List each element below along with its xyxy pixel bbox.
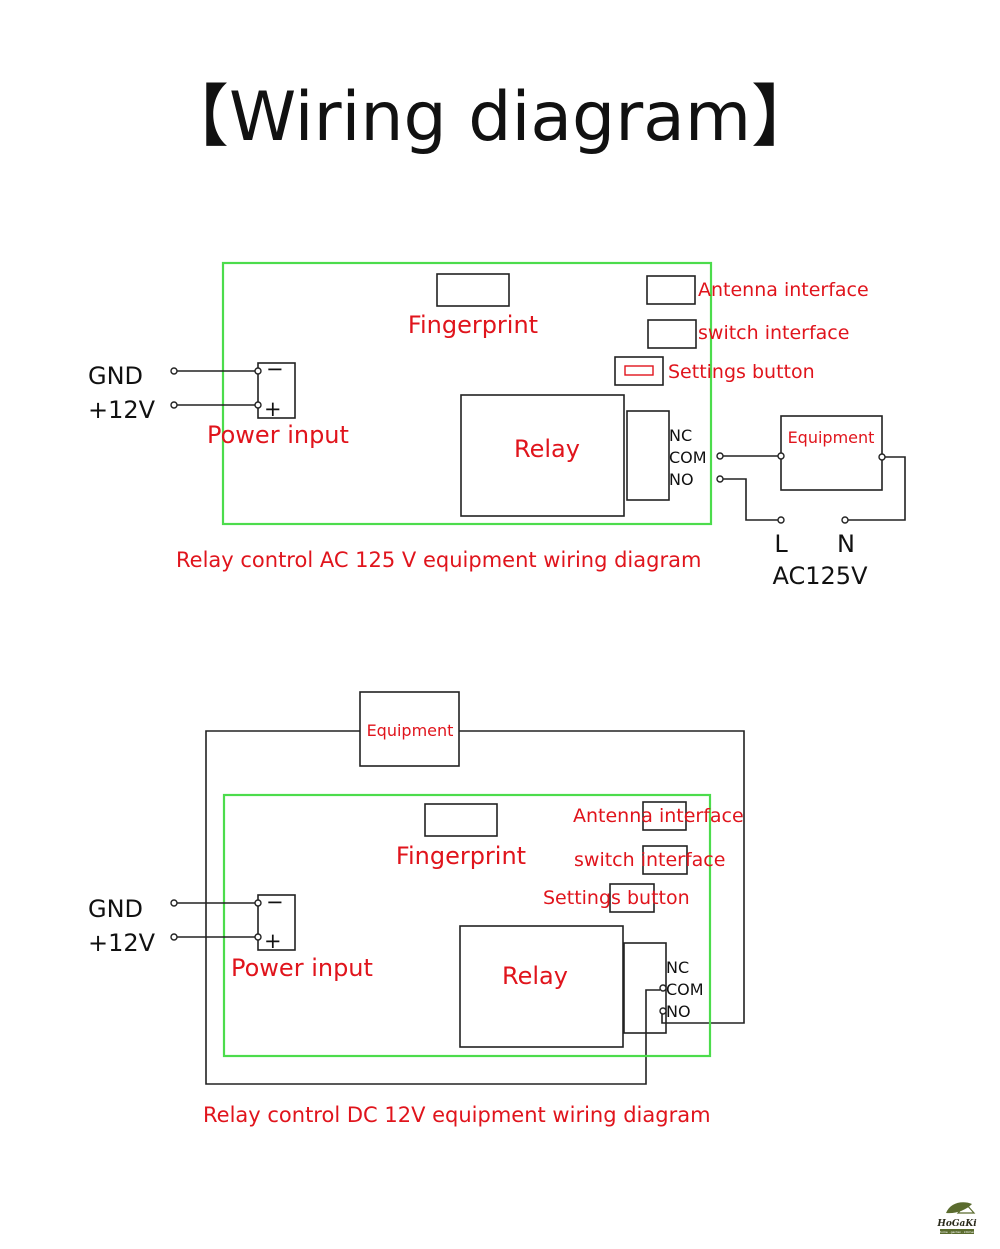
ac-power-input-label: Power input — [207, 421, 349, 449]
ac-minus-sign: − — [266, 357, 284, 381]
dc-plus-sign: + — [264, 929, 282, 953]
ac-settings-label: Settings button — [668, 361, 815, 383]
ac-relay-terminal-block — [626, 410, 670, 501]
ac-no-to-l-wire — [723, 478, 780, 521]
dc-wiring-diagram: Equipment Fingerprint Antenna interface … — [88, 691, 745, 1127]
dc-gnd-label: GND — [88, 895, 143, 923]
dc-settings-label: Settings button — [543, 887, 690, 909]
ac-antenna-label: Antenna interface — [698, 279, 869, 301]
ac-l-terminal — [777, 516, 785, 524]
dc-switch-label: switch interface — [574, 849, 725, 871]
dc-12v-terminal — [170, 933, 178, 941]
ac-equipment-terminal-right — [878, 453, 886, 461]
page-title: 【Wiring diagram】 — [161, 78, 819, 157]
dc-switch-connector — [642, 845, 688, 875]
ac-n-terminal — [841, 516, 849, 524]
dc-power-input-label: Power input — [231, 954, 373, 982]
dc-fingerprint-connector — [424, 803, 498, 837]
dc-pin-nc: NC — [666, 958, 689, 977]
ac-plus-sign: + — [264, 397, 282, 421]
ac-power-connector — [257, 362, 296, 419]
ac-no-terminal — [716, 475, 724, 483]
ac-diagram-caption: Relay control AC 125 V equipment wiring … — [176, 548, 701, 572]
dc-equipment-to-no-wire — [459, 730, 745, 1024]
ac-fingerprint-connector — [436, 273, 510, 307]
dc-pin-no: NO — [666, 1002, 691, 1021]
dc-12v-label: +12V — [88, 929, 156, 957]
ac-12v-terminal — [170, 401, 178, 409]
ac-switch-connector — [647, 319, 697, 349]
ac-gnd-label: GND — [88, 362, 143, 390]
dc-equipment-label: Equipment — [367, 721, 454, 740]
ac-wiring-diagram: Fingerprint Antenna interface switch int… — [88, 261, 906, 590]
ac-board-outline — [221, 261, 713, 526]
dc-settings-button-outline — [609, 883, 655, 913]
ac-switch-label: switch interface — [698, 322, 849, 344]
ac-pin-com: COM — [669, 448, 707, 467]
ac-equipment-terminal-left — [777, 452, 785, 460]
ac-settings-button-outline — [614, 356, 664, 386]
ac-equipment-to-n-wire — [848, 456, 906, 521]
ac-power-plus-terminal — [254, 401, 262, 409]
ac-com-terminal — [716, 452, 724, 460]
ac-settings-button-icon — [624, 365, 654, 376]
dc-fingerprint-label: Fingerprint — [396, 842, 526, 870]
dc-power-plus-terminal — [254, 933, 262, 941]
ac-power-minus-terminal — [254, 367, 262, 375]
logo-tagline: Home · garden · kitchen — [939, 1230, 975, 1234]
dc-equipment-box — [359, 691, 460, 767]
ac-relay-body — [460, 394, 625, 517]
dc-pin-com: COM — [666, 980, 704, 999]
dc-power-connector — [257, 894, 296, 951]
ac-antenna-connector — [646, 275, 696, 305]
ac-n-label: N — [837, 530, 855, 558]
dc-relay-body — [459, 925, 624, 1048]
dc-no-terminal — [659, 1007, 667, 1015]
brand-logo: HoGaKi Home · garden · kitchen — [936, 1202, 977, 1234]
dc-gnd-terminal — [170, 899, 178, 907]
ac-fingerprint-label: Fingerprint — [408, 311, 538, 339]
ac-relay-label: Relay — [514, 435, 580, 463]
house-icon — [956, 1203, 976, 1214]
dc-com-terminal — [659, 984, 667, 992]
ac-12v-label: +12V — [88, 396, 156, 424]
dc-diagram-caption: Relay control DC 12V equipment wiring di… — [203, 1103, 711, 1127]
dc-minus-sign: − — [266, 890, 284, 914]
dc-equipment-to-com-wire — [205, 730, 660, 1085]
dc-power-minus-terminal — [254, 899, 262, 907]
ac-equipment-label: Equipment — [788, 428, 875, 447]
dc-relay-label: Relay — [502, 962, 568, 990]
ac-gnd-terminal — [170, 367, 178, 375]
ac-l-label: L — [774, 530, 788, 558]
dc-board-outline — [222, 793, 712, 1058]
logo-name: HoGaKi — [936, 1219, 977, 1229]
ac-pin-no: NO — [669, 470, 694, 489]
dc-antenna-label: Antenna interface — [573, 805, 744, 827]
ac-supply-label: AC125V — [773, 562, 869, 590]
ac-pin-nc: NC — [669, 426, 692, 445]
dc-antenna-connector — [642, 801, 687, 831]
logo-tagline-bar — [940, 1229, 974, 1234]
